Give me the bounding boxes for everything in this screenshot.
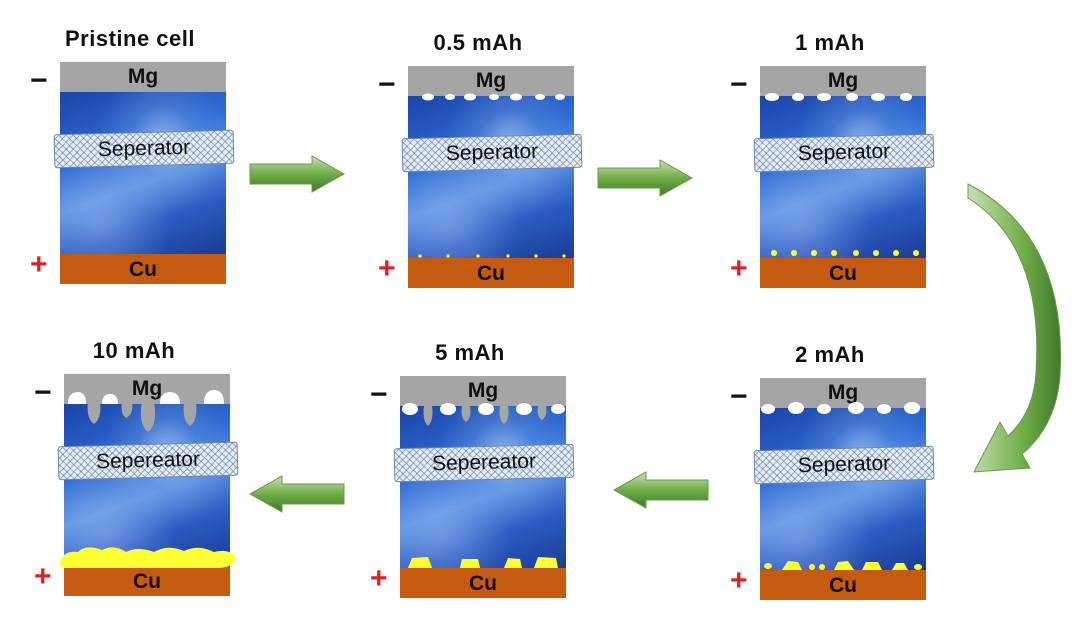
panel-0-5-mah: 0.5 mAh Mg Cu Seperator − + — [378, 30, 583, 290]
anode-sign: − — [730, 380, 748, 413]
cathode-sign: + — [378, 252, 396, 285]
anode-sign: − — [34, 376, 52, 409]
cell-diagram: Mg Cu Seperator − + — [30, 62, 235, 284]
mg-pits — [423, 406, 547, 426]
cu-cathode: Cu — [400, 568, 566, 598]
arrow-right-2 — [597, 159, 694, 197]
mg-deposits — [764, 561, 922, 570]
cell-diagram: Mg Cu Seperator − + — [378, 66, 583, 288]
electrolyte-region — [408, 96, 574, 258]
panel-title: 5 mAh — [435, 340, 505, 365]
cu-cathode: Cu — [408, 258, 574, 288]
separator: Seperator — [53, 129, 235, 169]
anode-label: Mg — [827, 69, 859, 92]
cu-cathode: Cu — [760, 570, 926, 600]
mg-deposits — [418, 254, 566, 258]
mg-deposits — [771, 250, 919, 256]
electrolyte-region — [760, 96, 926, 258]
cu-cathode: Cu — [60, 254, 226, 284]
mg-anode: Mg — [760, 378, 926, 408]
mg-anode: Mg — [64, 374, 230, 404]
panel-10-mah: 10 mAh Mg Cu Sepereator − + — [34, 338, 239, 598]
panel-2-mah: 2 mAh Mg Cu Seperator − + — [730, 342, 935, 602]
panel-5-mah: 5 mAh Mg Cu Sepereator − + — [370, 340, 575, 600]
anode-label: Mg — [467, 379, 499, 402]
electrolyte-region — [760, 408, 926, 570]
cathode-label: Cu — [129, 258, 157, 281]
mg-anode: Mg — [760, 66, 926, 96]
cathode-sign: + — [34, 560, 52, 593]
mg-anode: Mg — [400, 376, 566, 406]
panel-title: 2 mAh — [795, 342, 865, 367]
panel-title: 1 mAh — [795, 30, 865, 55]
mg-deposits — [59, 547, 236, 568]
stripping-voids — [422, 93, 565, 101]
anode-sign: − — [30, 64, 48, 97]
interface-features — [765, 93, 919, 256]
arrow-right-1 — [249, 155, 346, 193]
mg-deposits — [408, 557, 558, 568]
cathode-label: Cu — [829, 574, 857, 597]
stripping-voids — [68, 390, 224, 404]
cathode-sign: + — [30, 248, 48, 281]
cell-diagram: Mg Cu Sepereator − + — [34, 374, 239, 596]
electrolyte-region — [400, 406, 566, 568]
cathode-label: Cu — [469, 572, 497, 595]
panel-title: 10 mAh — [92, 338, 176, 363]
cathode-label: Cu — [477, 262, 505, 285]
anode-sign: − — [730, 68, 748, 101]
anode-label: Mg — [475, 69, 507, 92]
arrow-left-1 — [612, 471, 709, 509]
anode-label: Mg — [127, 65, 159, 88]
anode-sign: − — [378, 68, 396, 101]
cell-diagram: Mg Cu Sepereator − + — [370, 376, 575, 598]
cathode-sign: + — [730, 564, 748, 597]
cu-cathode: Cu — [760, 258, 926, 288]
interface-features — [418, 93, 566, 258]
anode-sign: − — [370, 378, 388, 411]
interface-features — [59, 390, 236, 568]
cathode-label: Cu — [829, 262, 857, 285]
panel-title: Pristine cell — [64, 26, 195, 51]
panel-pristine-cell: Pristine cell Mg Cu Seperator − + — [30, 26, 235, 286]
cu-cathode: Cu — [64, 566, 230, 596]
interface-features — [761, 402, 922, 570]
electrolyte-region — [60, 92, 226, 254]
curved-arrow-down — [967, 183, 1062, 473]
arrow-left-2 — [248, 475, 345, 513]
cell-diagram: Mg Cu Seperator − + — [730, 66, 935, 288]
cathode-sign: + — [730, 252, 748, 285]
cathode-sign: + — [370, 562, 388, 595]
panel-title: 0.5 mAh — [433, 30, 523, 55]
mg-pits — [87, 402, 197, 432]
stripping-voids — [402, 403, 565, 415]
panel-1-mah: 1 mAh Mg Cu Seperator − + — [730, 30, 935, 290]
mg-anode: Mg — [60, 62, 226, 92]
mg-anode: Mg — [408, 66, 574, 96]
cathode-label: Cu — [133, 570, 161, 593]
anode-label: Mg — [131, 377, 163, 400]
anode-label: Mg — [827, 381, 859, 404]
cell-diagram: Mg Cu Seperator − + — [730, 378, 935, 600]
stripping-voids — [761, 402, 920, 414]
separator-label: Seperator — [97, 135, 191, 162]
interface-features — [402, 403, 565, 568]
stripping-voids — [765, 93, 912, 101]
